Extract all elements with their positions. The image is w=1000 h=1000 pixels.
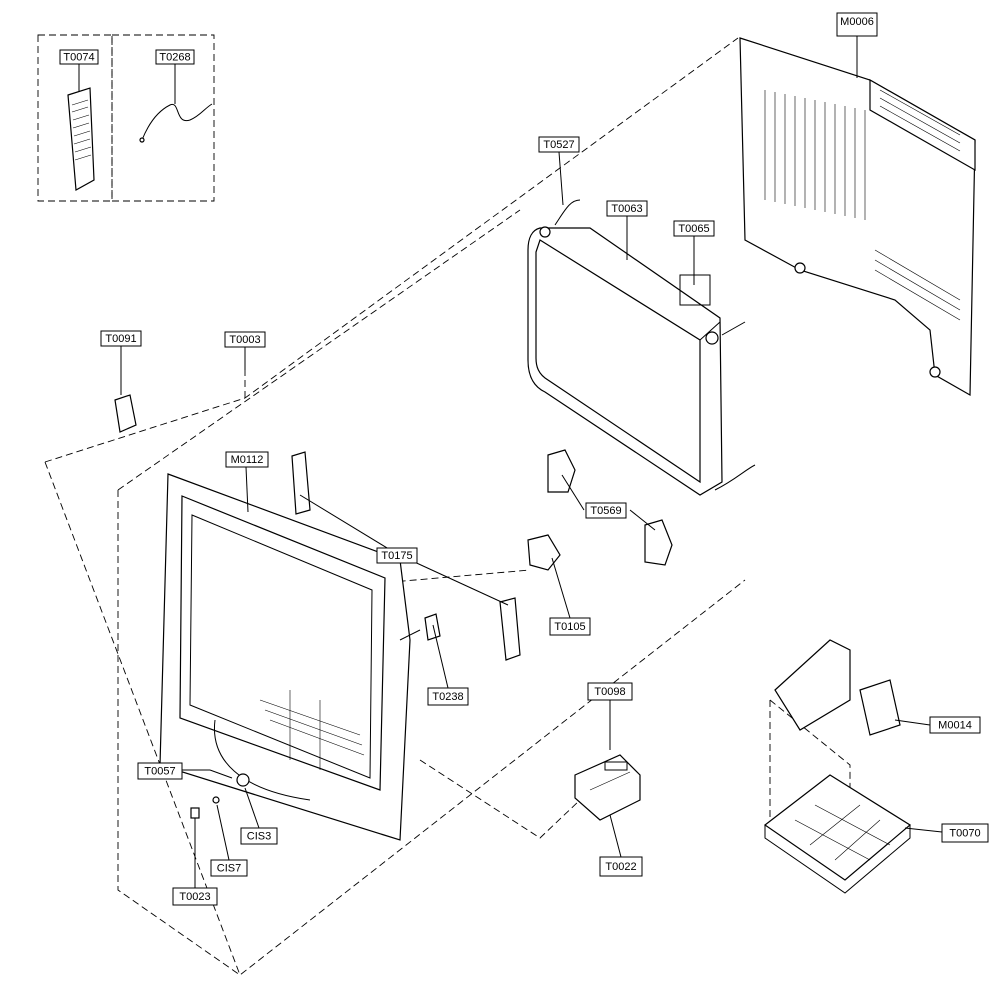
label-text: T0098 [594,686,625,698]
label-text: T0057 [144,765,175,777]
label-text: T0063 [611,203,642,215]
label-text: T0022 [605,861,636,873]
callout-cis7: CIS7 [210,859,248,877]
antenna-cable [139,103,213,143]
control-board [574,754,641,821]
callout-cis3: CIS3 [240,827,278,845]
label-text: T0238 [432,691,463,703]
label-text: T0023 [179,891,210,903]
label-text: T0105 [554,621,585,633]
callout-m0006: M0006 [836,12,878,37]
label-text: CIS7 [217,862,241,874]
callout-t0074: T0074 [59,49,99,65]
speaker-units [291,451,521,661]
front-cabinet [159,473,421,841]
chassis-tray [763,774,912,894]
callout-t0098: T0098 [587,682,633,701]
callout-t0003: T0003 [224,331,266,348]
label-text: T0268 [159,51,190,63]
label-text: M0006 [840,16,874,28]
callout-m0112: M0112 [225,451,269,468]
callout-t0175: T0175 [376,547,418,564]
tube-brackets [547,449,673,566]
label-text: T0527 [543,139,574,151]
label-text: T0091 [105,333,136,345]
clip [424,613,441,641]
label-text: T0070 [949,827,980,839]
leader-lines [78,36,943,888]
callout-t0023: T0023 [172,887,218,906]
screws [190,769,233,819]
label-text: M0014 [938,719,972,731]
side-bracket [527,534,561,571]
remote-control [67,87,95,191]
callout-t0063: T0063 [606,200,648,217]
label-text: T0003 [229,334,260,346]
callout-t0091: T0091 [100,330,142,347]
label-text: T0569 [590,505,621,517]
callout-t0070: T0070 [941,823,989,843]
small-bracket [114,394,137,433]
callout-t0105: T0105 [549,617,591,636]
label-text: T0074 [63,51,94,63]
label-text: T0065 [678,223,709,235]
label-text: CIS3 [247,830,271,842]
rear-cabinet [739,37,976,397]
assembly-guide-lines [44,37,851,976]
accessory-box-remote [37,34,215,202]
callout-t0268: T0268 [155,49,195,65]
callout-t0065: T0065 [673,220,715,237]
callout-m0014: M0014 [929,716,981,734]
callout-t0238: T0238 [427,687,469,706]
callout-t0569: T0569 [585,502,627,519]
callout-t0057: T0057 [137,762,183,780]
callout-t0527: T0527 [538,136,580,153]
label-text: T0175 [381,550,412,562]
label-text: M0112 [231,454,264,466]
callout-t0022: T0022 [599,856,643,877]
chassis-bracket [774,639,901,736]
crt-tube [527,199,756,496]
